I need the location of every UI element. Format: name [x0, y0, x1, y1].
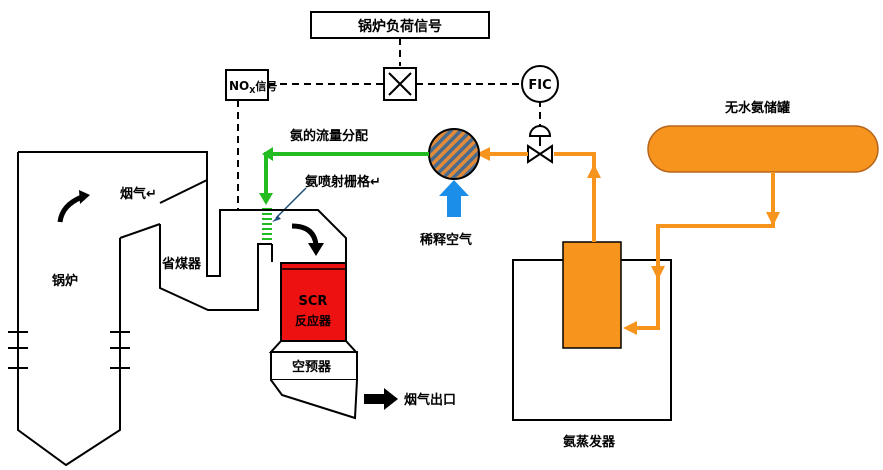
evaporator-coil: [562, 241, 622, 349]
control-valve: [527, 125, 553, 164]
boiler-label: 锅炉: [52, 273, 78, 289]
boiler-load-signal-label: 锅炉负荷信号: [358, 18, 442, 35]
green-arrowheads: [259, 147, 273, 205]
air-preheater-label: 空预器: [292, 359, 332, 375]
dilution-air-label: 稀释空气: [420, 232, 472, 248]
boiler-supports: [8, 331, 130, 369]
anhydrous-ammonia-tank: 无水氨储罐: [647, 100, 879, 173]
dilution-air-arrow-icon: [439, 180, 469, 217]
nox-suffix: 信号: [255, 79, 277, 93]
nox-signal-box: NOX信号: [225, 69, 277, 101]
boiler-load-signal-box: 锅炉负荷信号: [310, 11, 490, 39]
fic-label: FIC: [528, 78, 551, 93]
ammonia-arrowheads: [476, 147, 780, 335]
economizer-label: 省煤器: [161, 256, 202, 272]
flue-gas-outlet-arrow-icon: [364, 388, 398, 410]
scr-label-line1: SCR: [299, 294, 328, 309]
injection-grid-pointer: [272, 187, 307, 222]
ammonia-injection-grid-label: 氨喷射栅格↵: [304, 174, 381, 190]
curved-flow-arrow-boiler-icon: [57, 190, 90, 223]
anhydrous-tank-label: 无水氨储罐: [724, 100, 790, 116]
scr-label-line2: 反应器: [295, 313, 332, 328]
air-preheater: 空预器: [268, 340, 359, 420]
nox-subscript: X: [249, 86, 256, 95]
ammonia-air-mixer: [428, 128, 480, 180]
multiply-icon: [388, 72, 412, 96]
fic-controller: FIC: [521, 65, 559, 103]
multiplier-block: [383, 67, 417, 101]
curved-flow-arrow-scr-icon: [291, 223, 324, 256]
ammonia-evaporator-label: 氨蒸发器: [562, 434, 616, 450]
nox-prefix: NO: [229, 79, 249, 93]
ammonia-evaporator: 氨蒸发器: [512, 241, 672, 450]
ammonia-flow-distribution-label: 氨的流量分配: [289, 128, 368, 144]
flue-gas-label: 烟气↵: [120, 186, 157, 202]
svg-text:NOX信号: NOX信号: [229, 79, 277, 95]
scr-reactor: SCR 反应器: [280, 262, 347, 342]
ammonia-injection-grid: [262, 208, 272, 240]
control-signal-lines: [237, 38, 541, 210]
boiler-structure: [17, 151, 347, 467]
flue-gas-outlet-label: 烟气出口: [404, 392, 456, 408]
